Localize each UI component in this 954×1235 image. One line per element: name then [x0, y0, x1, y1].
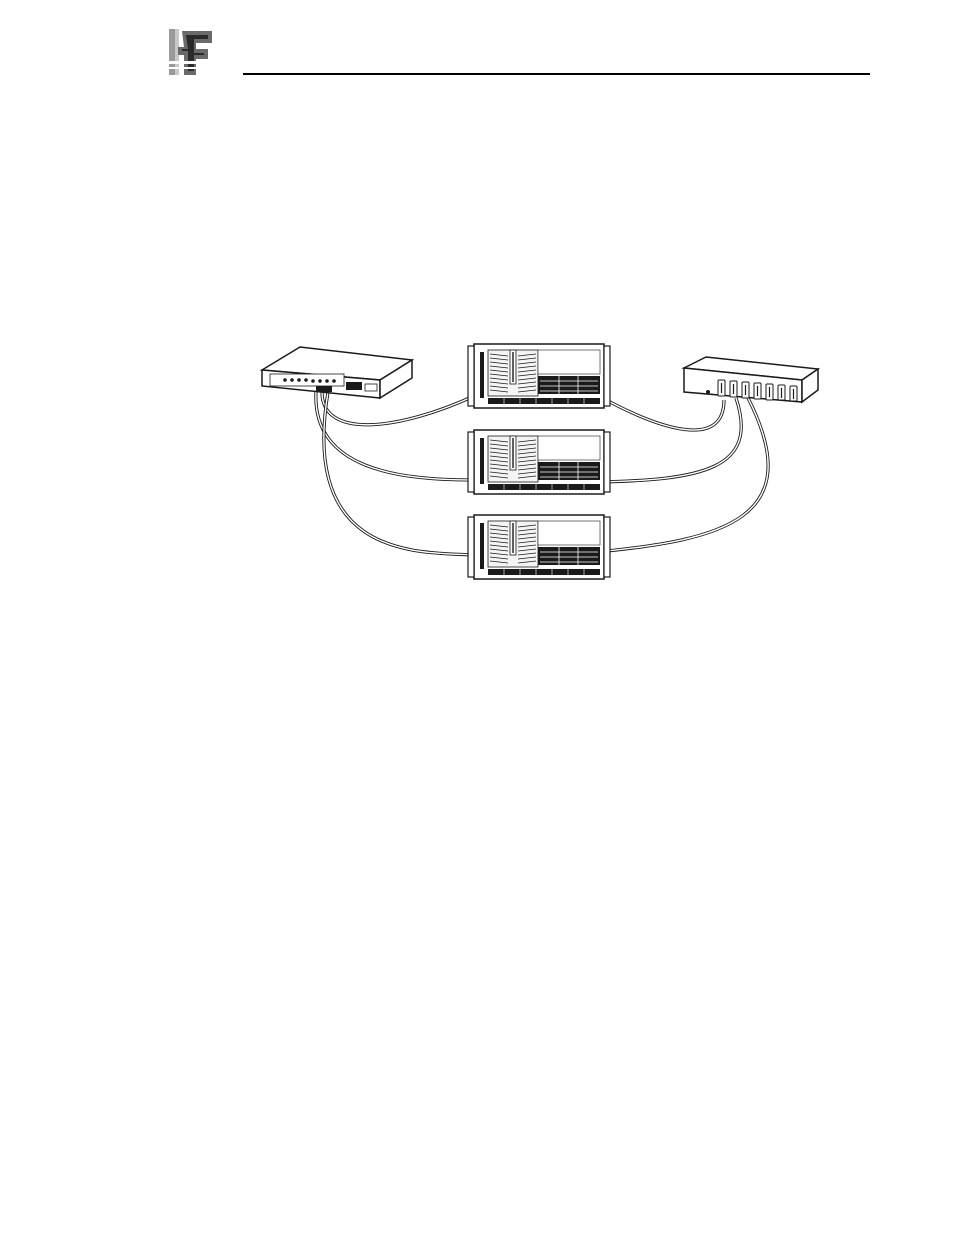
cable-server-2-to-hub: [597, 398, 741, 482]
hub-icon: [684, 357, 818, 402]
rack-server-icon: [468, 344, 610, 408]
rack-server-icon: [468, 430, 610, 494]
cable-server-1-to-hub: [597, 395, 724, 430]
rack-server-icon: [468, 515, 610, 579]
cable-switch-to-server-1: [322, 392, 474, 425]
network-switch-icon: [262, 347, 412, 398]
